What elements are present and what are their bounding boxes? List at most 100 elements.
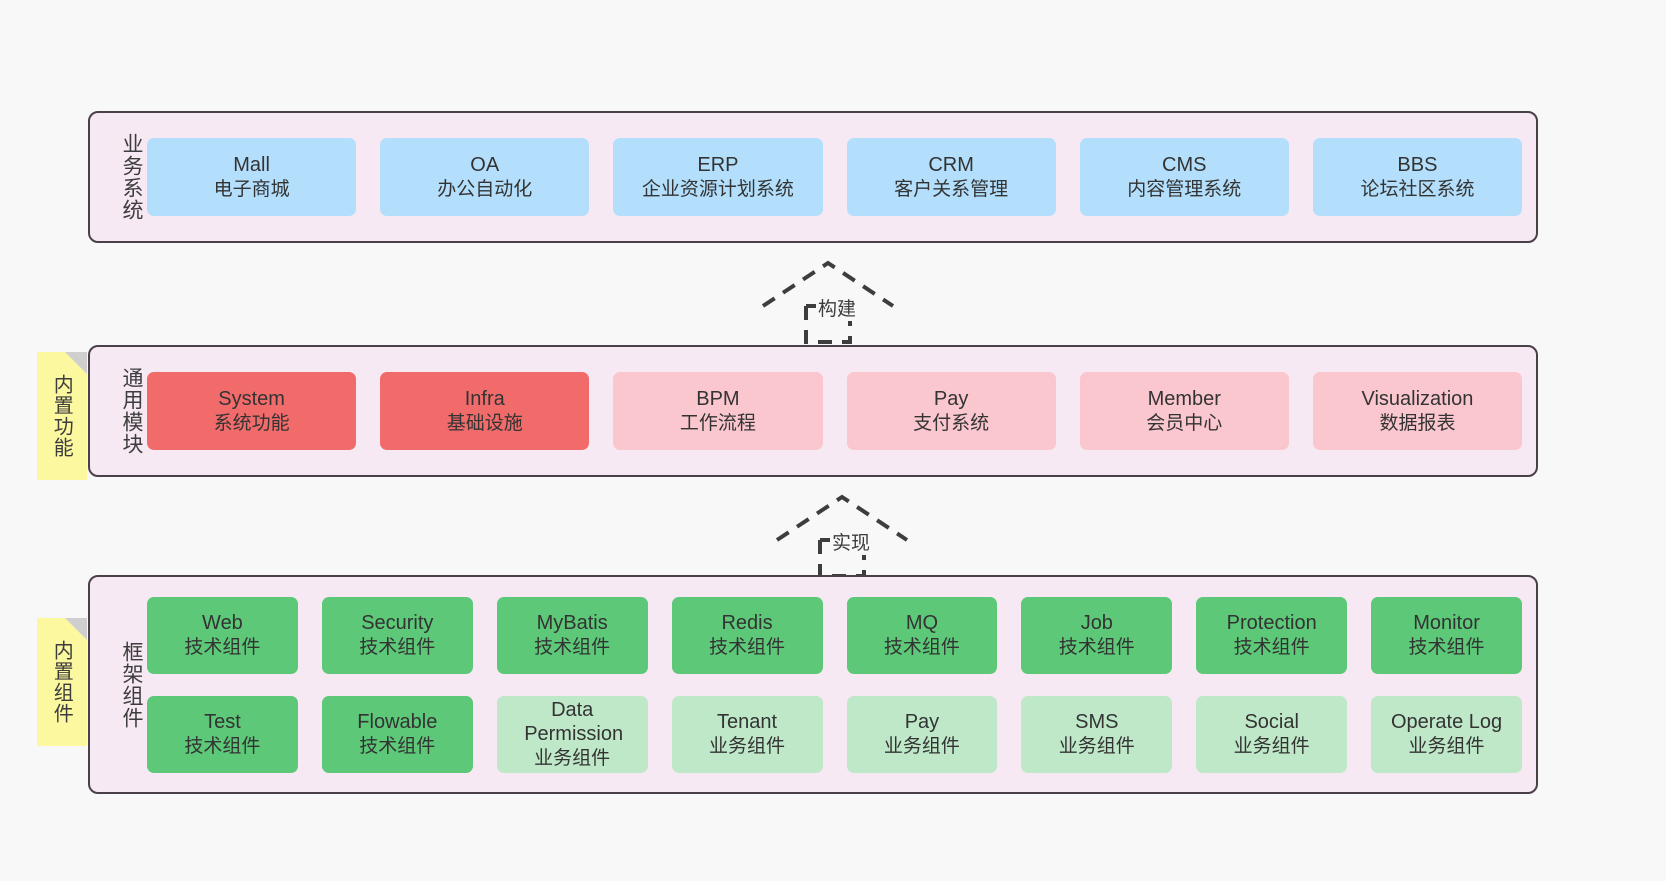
- card-subtitle: 企业资源计划系统: [641, 177, 794, 200]
- card-pay-module[interactable]: Pay 支付系统: [846, 372, 1056, 450]
- card-subtitle: 内容管理系统: [1127, 177, 1242, 200]
- card-mall[interactable]: Mall 电子商城: [147, 138, 357, 216]
- card-subtitle: 业务组件: [1058, 734, 1135, 757]
- card-title: SMS: [1075, 711, 1119, 734]
- card-title: Monitor: [1413, 612, 1480, 635]
- card-bbs[interactable]: BBS 论坛社区系统: [1312, 138, 1523, 216]
- layer-body-business-system: Mall 电子商城 OA 办公自动化 ERP 企业资源计划系统 CRM 客户关系…: [143, 113, 1536, 241]
- card-title: OA: [470, 154, 500, 177]
- arrow-stem: [804, 306, 852, 344]
- card-web[interactable]: Web 技术组件: [147, 596, 298, 674]
- card-social[interactable]: Social 业务组件: [1196, 695, 1348, 773]
- card-subtitle: 技术组件: [184, 734, 261, 757]
- card-title: System: [218, 388, 285, 411]
- card-title: BBS: [1397, 154, 1438, 177]
- card-subtitle: 客户关系管理: [894, 177, 1009, 200]
- card-bpm[interactable]: BPM 工作流程: [613, 372, 823, 450]
- card-subtitle: 技术组件: [184, 635, 261, 658]
- card-title: Data Permission: [524, 699, 624, 746]
- card-title: Job: [1080, 612, 1113, 635]
- card-security[interactable]: Security 技术组件: [321, 596, 473, 674]
- card-cms[interactable]: CMS 内容管理系统: [1079, 138, 1289, 216]
- arrow-head-triangle-open: [775, 494, 909, 542]
- layer-body-framework-components: Web 技术组件 Security 技术组件 MyBatis 技术组件 Redi…: [143, 577, 1536, 792]
- card-subtitle: 技术组件: [1058, 635, 1135, 658]
- card-title: Tenant: [717, 711, 778, 734]
- card-oa[interactable]: OA 办公自动化: [380, 138, 590, 216]
- card-data-permission[interactable]: Data Permission 业务组件: [496, 695, 648, 773]
- card-title: Mall: [233, 154, 270, 177]
- card-title: CRM: [928, 154, 974, 177]
- connector-implement: 实现: [772, 492, 912, 578]
- card-subtitle: 业务组件: [534, 746, 611, 769]
- card-subtitle: 支付系统: [913, 411, 990, 434]
- card-subtitle: 基础设施: [446, 411, 523, 434]
- note-fold-corner-icon: [65, 618, 87, 640]
- card-title: Visualization: [1361, 388, 1474, 411]
- card-redis[interactable]: Redis 技术组件: [671, 596, 823, 674]
- card-title: Pay: [904, 711, 940, 734]
- card-member[interactable]: Member 会员中心: [1079, 372, 1289, 450]
- card-erp[interactable]: ERP 企业资源计划系统: [613, 138, 823, 216]
- layer-title-business-system: 业务系统: [120, 133, 144, 221]
- arrow-head-triangle-open: [761, 260, 895, 308]
- card-subtitle: 技术组件: [709, 635, 786, 658]
- card-subtitle: 业务组件: [1408, 734, 1485, 757]
- note-fold-corner-icon: [65, 352, 87, 374]
- card-row: Test 技术组件 Flowable 技术组件 Data Permission …: [147, 695, 1522, 773]
- card-subtitle: 技术组件: [1408, 635, 1485, 658]
- sticky-note-builtin-component: 内置组件: [37, 618, 87, 746]
- card-visualization[interactable]: Visualization 数据报表: [1312, 372, 1523, 450]
- card-title: CMS: [1162, 154, 1207, 177]
- card-title: MyBatis: [536, 612, 608, 635]
- card-test[interactable]: Test 技术组件: [147, 695, 298, 773]
- layer-body-common-modules: System 系统功能 Infra 基础设施 BPM 工作流程 Pay 支付系统…: [143, 347, 1536, 475]
- card-row: System 系统功能 Infra 基础设施 BPM 工作流程 Pay 支付系统…: [147, 372, 1523, 450]
- card-job[interactable]: Job 技术组件: [1021, 596, 1173, 674]
- card-subtitle: 业务组件: [1233, 734, 1310, 757]
- card-title: Flowable: [357, 711, 438, 734]
- card-title: Pay: [933, 388, 969, 411]
- layer-common-modules: 通用模块 System 系统功能 Infra 基础设施 BPM 工作流程 Pay…: [88, 345, 1538, 477]
- connector-implement-label: 实现: [830, 528, 873, 555]
- card-tenant[interactable]: Tenant 业务组件: [671, 695, 823, 773]
- card-title: Test: [204, 711, 241, 734]
- card-title: ERP: [697, 154, 739, 177]
- card-title: Web: [202, 612, 243, 635]
- card-infra[interactable]: Infra 基础设施: [380, 372, 590, 450]
- card-subtitle: 办公自动化: [437, 177, 533, 200]
- card-subtitle: 业务组件: [709, 734, 786, 757]
- card-mybatis[interactable]: MyBatis 技术组件: [496, 596, 648, 674]
- card-subtitle: 工作流程: [679, 411, 756, 434]
- sticky-note-label: 内置功能: [50, 374, 75, 458]
- card-subtitle: 业务组件: [883, 734, 960, 757]
- card-title: Operate Log: [1390, 711, 1503, 734]
- connector-build: 构建: [758, 258, 898, 344]
- layer-framework-components: 框架组件 Web 技术组件 Security 技术组件 MyBatis 技术组件…: [88, 575, 1538, 794]
- card-title: Social: [1244, 711, 1299, 734]
- card-mq[interactable]: MQ 技术组件: [846, 596, 998, 674]
- card-sms[interactable]: SMS 业务组件: [1021, 695, 1173, 773]
- card-title: Redis: [721, 612, 773, 635]
- card-title: MQ: [905, 612, 939, 635]
- card-subtitle: 电子商城: [213, 177, 290, 200]
- card-monitor[interactable]: Monitor 技术组件: [1371, 596, 1522, 674]
- card-crm[interactable]: CRM 客户关系管理: [846, 138, 1056, 216]
- card-protection[interactable]: Protection 技术组件: [1196, 596, 1348, 674]
- card-subtitle: 会员中心: [1146, 411, 1223, 434]
- card-flowable[interactable]: Flowable 技术组件: [321, 695, 473, 773]
- card-title: Member: [1147, 388, 1221, 411]
- sticky-note-builtin-function: 内置功能: [37, 352, 87, 480]
- card-title: Security: [361, 612, 434, 635]
- card-operate-log[interactable]: Operate Log 业务组件: [1371, 695, 1522, 773]
- card-pay-component[interactable]: Pay 业务组件: [846, 695, 998, 773]
- connector-build-label: 构建: [816, 294, 859, 321]
- card-subtitle: 技术组件: [534, 635, 611, 658]
- card-system[interactable]: System 系统功能: [147, 372, 357, 450]
- card-subtitle: 技术组件: [883, 635, 960, 658]
- card-subtitle: 论坛社区系统: [1360, 177, 1475, 200]
- card-subtitle: 系统功能: [213, 411, 290, 434]
- card-subtitle: 技术组件: [359, 734, 436, 757]
- card-title: BPM: [696, 388, 740, 411]
